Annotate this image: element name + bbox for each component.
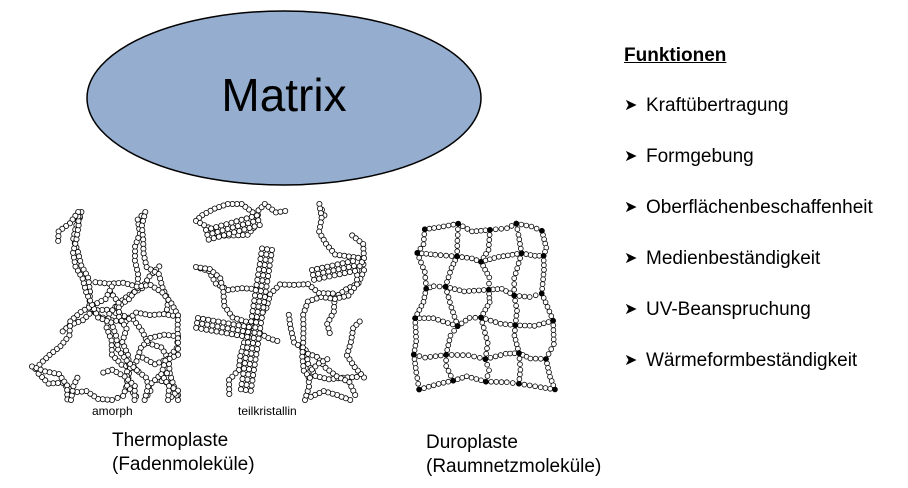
function-label: Kraftübertragung [646, 95, 789, 116]
function-label: Wärmeformbeständigkeit [646, 350, 858, 371]
function-label: Formgebung [646, 146, 754, 167]
function-item: ➤ Oberflächenbeschaffenheit [624, 196, 904, 247]
arrowhead-right-icon: ➤ [624, 199, 638, 216]
amorph-label: amorph [92, 404, 133, 418]
thermoplaste-name: Thermoplaste [112, 430, 229, 451]
duroplaste-subtitle: (Raumnetzmoleküle) [426, 456, 602, 477]
function-label: Medienbeständigkeit [646, 248, 821, 269]
function-label: UV-Beanspruchung [646, 299, 811, 320]
thermoplaste-subtitle: (Fadenmoleküle) [112, 454, 255, 475]
duroplaste-caption: Duroplaste (Raumnetzmoleküle) [426, 431, 601, 479]
functions-heading: Funktionen [624, 45, 727, 66]
arrowhead-right-icon: ➤ [624, 148, 638, 165]
arrowhead-right-icon: ➤ [624, 352, 638, 369]
function-item: ➤ Kraftübertragung [624, 94, 904, 145]
arrowhead-right-icon: ➤ [624, 301, 638, 318]
functions-panel: Funktionen ➤ Kraftübertragung ➤ Formgebung… [624, 44, 904, 400]
duroplast-network-illustration [411, 220, 558, 393]
matrix-ellipse [86, 10, 482, 186]
teilkristallin-label: teilkristallin [238, 404, 297, 418]
teilkristallin-structure-illustration [193, 201, 367, 403]
thermoplaste-caption: Thermoplaste (Fadenmoleküle) [112, 429, 255, 477]
arrowhead-right-icon: ➤ [624, 97, 638, 114]
function-item: ➤ Medienbeständigkeit [624, 247, 904, 298]
function-item: ➤ UV-Beanspruchung [624, 298, 904, 349]
amorph-structure-illustration [29, 209, 181, 403]
function-item: ➤ Wärmeformbeständigkeit [624, 349, 904, 400]
function-label: Oberflächenbeschaffenheit [646, 197, 873, 218]
function-item: ➤ Formgebung [624, 145, 904, 196]
duroplaste-name: Duroplaste [426, 432, 518, 453]
functions-list: ➤ Kraftübertragung ➤ Formgebung ➤ Oberfläch… [624, 94, 904, 400]
arrowhead-right-icon: ➤ [624, 250, 638, 267]
